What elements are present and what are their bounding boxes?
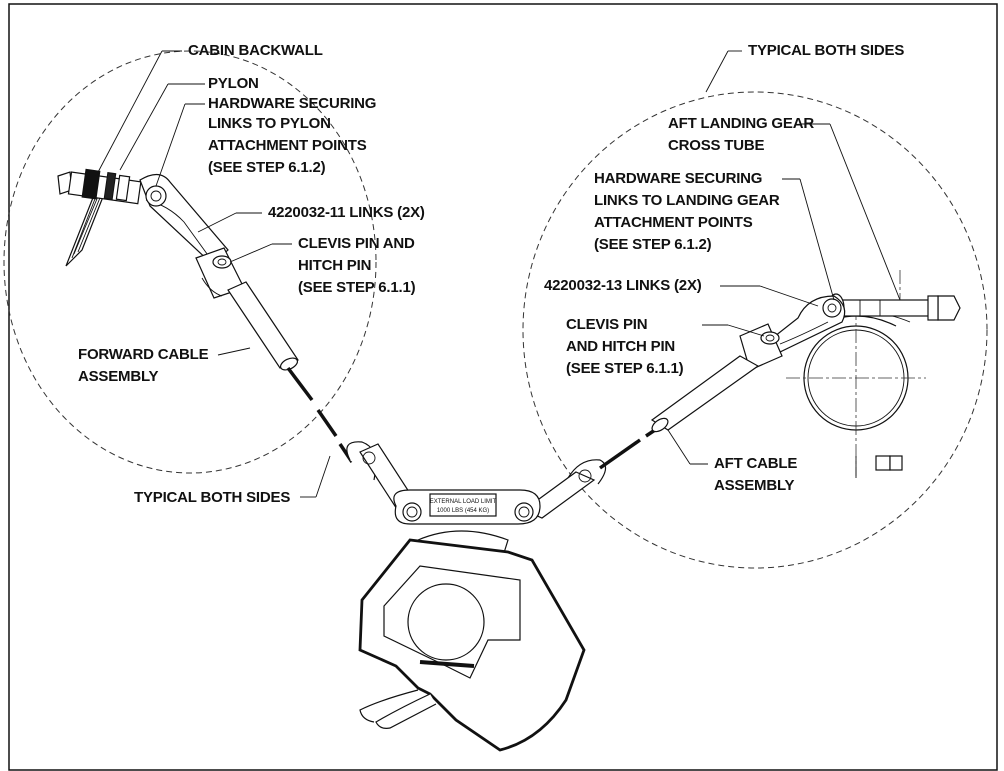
label-hardware-pylon-line1: HARDWARE SECURING: [208, 95, 376, 112]
label-hardware-gear-line3: ATTACHMENT POINTS: [594, 214, 753, 231]
right-cable-eye: [522, 422, 665, 519]
label-hardware-gear-line1: HARDWARE SECURING: [594, 170, 762, 187]
label-hardware-gear-line2: LINKS TO LANDING GEAR: [594, 192, 780, 209]
label-clevis-left-line3: (SEE STEP 6.1.1): [298, 279, 416, 296]
plate-text-line1: EXTERNAL LOAD LIMIT: [430, 499, 497, 505]
pylon-attachment-links: [139, 173, 229, 265]
label-hardware-gear-line4: (SEE STEP 6.1.2): [594, 236, 712, 253]
label-aft-gear-line2: CROSS TUBE: [668, 137, 765, 154]
label-cabin-backwall: CABIN BACKWALL: [188, 42, 323, 59]
pylon-bolt: [57, 168, 142, 205]
label-clevis-right-line2: AND HITCH PIN: [566, 338, 675, 355]
label-typical-both-sides-right: TYPICAL BOTH SIDES: [748, 42, 904, 59]
left-clevis-fitting: [195, 247, 245, 299]
forward-cable-assembly: [227, 281, 354, 463]
load-link-plate: EXTERNAL LOAD LIMIT 1000 LBS (454 KG): [393, 489, 541, 525]
label-hardware-pylon-line3: ATTACHMENT POINTS: [208, 137, 367, 154]
label-clevis-right-line1: CLEVIS PIN: [566, 316, 647, 333]
left-detail-circle: [3, 50, 377, 474]
frame-border: [8, 3, 998, 771]
label-links-11: 4220032-11 LINKS (2X): [268, 204, 425, 221]
label-aft-cable-line1: AFT CABLE: [714, 455, 797, 472]
label-hardware-pylon-line4: (SEE STEP 6.1.2): [208, 159, 326, 176]
plate-text-line2: 1000 LBS (454 KG): [437, 508, 489, 514]
label-hardware-pylon-line2: LINKS TO PYLON: [208, 115, 331, 132]
leader-lines: [95, 50, 901, 498]
label-typical-both-sides-left: TYPICAL BOTH SIDES: [134, 489, 290, 506]
label-aft-cable-line2: ASSEMBLY: [714, 477, 795, 494]
label-clevis-left-line1: CLEVIS PIN AND: [298, 235, 415, 252]
label-clevis-left-line2: HITCH PIN: [298, 257, 371, 274]
label-forward-cable-line2: ASSEMBLY: [78, 368, 159, 385]
right-clevis-fitting: [739, 323, 783, 371]
label-aft-gear-line1: AFT LANDING GEAR: [668, 115, 814, 132]
label-pylon: PYLON: [208, 75, 259, 92]
label-forward-cable-line1: FORWARD CABLE: [78, 346, 209, 363]
label-clevis-right-line3: (SEE STEP 6.1.1): [566, 360, 684, 377]
cargo-hook: [358, 530, 586, 752]
label-links-13: 4220032-13 LINKS (2X): [544, 277, 702, 294]
right-detail-circle: [522, 91, 988, 569]
